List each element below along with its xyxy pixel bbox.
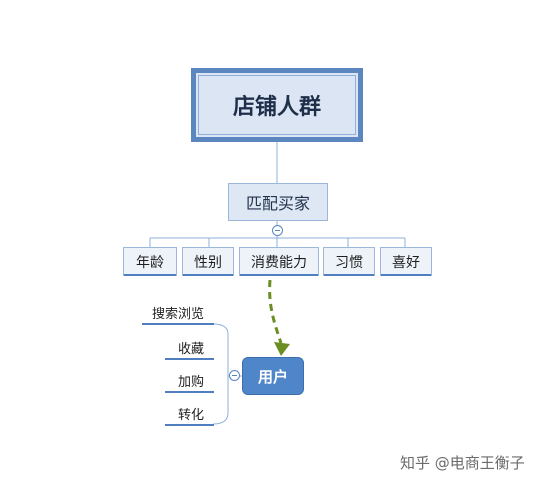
attribute-underline	[324, 274, 374, 276]
attribute-node-preference[interactable]: 喜好	[380, 247, 432, 276]
root-node[interactable]: 店铺人群	[191, 68, 363, 142]
match-buyer-label: 匹配买家	[245, 194, 310, 213]
attribute-label: 喜好	[392, 254, 420, 271]
behavior-underline	[165, 391, 214, 393]
collapse-toggle-icon[interactable]	[229, 370, 240, 381]
attribute-label: 习惯	[335, 254, 363, 271]
attribute-underline	[124, 274, 176, 276]
watermark-text: 知乎 @电商王衡子	[400, 454, 525, 472]
behavior-add-to-cart[interactable]: 加购	[178, 371, 204, 390]
attribute-label: 年龄	[136, 254, 164, 271]
attribute-node-habit[interactable]: 习惯	[323, 247, 375, 276]
behavior-underline	[165, 358, 214, 360]
attribute-underline	[381, 274, 431, 276]
root-node-label: 店铺人群	[232, 95, 321, 120]
attribute-node-spending[interactable]: 消费能力	[239, 247, 319, 276]
match-buyer-node[interactable]: 匹配买家	[228, 183, 328, 221]
behavior-search-browse[interactable]: 搜索浏览	[152, 303, 204, 322]
attribute-label: 消费能力	[251, 254, 307, 271]
behavior-underline	[142, 323, 214, 325]
behavior-label: 转化	[178, 408, 205, 423]
attribute-underline	[183, 274, 233, 276]
behavior-label: 收藏	[178, 342, 205, 357]
behavior-favorite[interactable]: 收藏	[178, 338, 204, 357]
behavior-label: 加购	[178, 375, 205, 390]
user-node[interactable]: 用户	[242, 357, 304, 395]
collapse-toggle-icon[interactable]	[272, 225, 283, 236]
attribute-node-gender[interactable]: 性别	[182, 247, 234, 276]
root-node-inner-border	[198, 75, 356, 135]
attribute-node-age[interactable]: 年龄	[123, 247, 177, 276]
attribute-underline	[240, 274, 318, 276]
behavior-underline	[165, 424, 214, 426]
behavior-label: 搜索浏览	[152, 307, 205, 322]
behavior-conversion[interactable]: 转化	[178, 404, 204, 423]
user-node-label: 用户	[257, 367, 288, 386]
attribute-label: 性别	[194, 254, 222, 271]
